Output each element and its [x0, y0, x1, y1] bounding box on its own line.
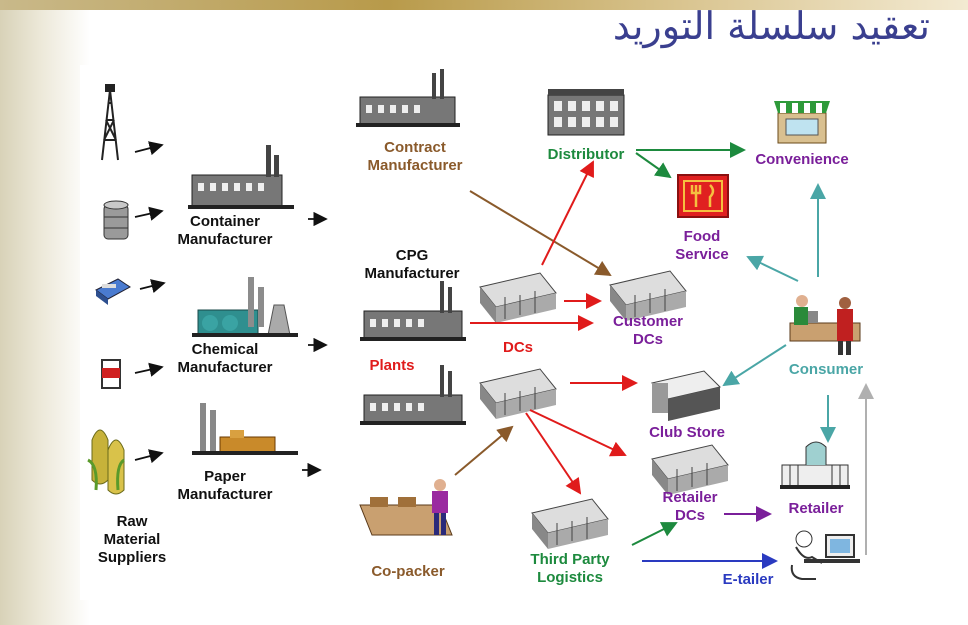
raw-material-suppliers-label: Raw Material Suppliers	[98, 513, 166, 567]
label-line: Food	[683, 228, 721, 245]
retailer-dc-icon	[651, 444, 729, 495]
label-line: Retailer	[662, 489, 718, 506]
club-store-icon	[651, 370, 721, 421]
distributor-building-icon	[547, 89, 625, 136]
label-line: Service	[675, 246, 729, 263]
club-store-label: Club Store	[649, 424, 725, 441]
consumer-checkout-icon	[789, 295, 861, 355]
third-party-warehouse-icon	[531, 498, 609, 549]
label-line: Customer	[612, 313, 684, 330]
can-icon	[101, 359, 121, 389]
label-line: Manufacturer	[177, 231, 273, 248]
flow-arrows-brown	[454, 190, 612, 476]
copacker-label: Co-packer	[371, 563, 445, 580]
retailer-store-icon	[780, 441, 850, 489]
cpg-plant-icon	[360, 281, 466, 341]
barrel-icon	[103, 200, 129, 240]
contract-manufacturer-label: Contract Manufacturer	[367, 139, 462, 175]
diagram-svg	[87, 69, 874, 580]
supply-chain-diagram: Container Manufacturer Chemical Manufact…	[80, 65, 880, 600]
contract-factory-icon	[356, 69, 460, 127]
container-factory-icon	[188, 145, 294, 209]
raw-input-arrows	[134, 141, 166, 464]
flow-arrows-green	[631, 142, 746, 546]
label-line: Material	[103, 531, 161, 548]
paper-mill-icon	[192, 403, 298, 455]
paper-manufacturer-label: Paper Manufacturer	[177, 468, 272, 504]
flow-arrows-red	[470, 160, 638, 495]
top-decor-bar	[0, 0, 968, 10]
label-line: Contract	[384, 139, 446, 156]
label-line: CPG	[395, 247, 429, 264]
cpg-manufacturer-label: CPG Manufacturer	[364, 247, 459, 283]
label-line: Paper	[204, 468, 246, 485]
label-line: DCs	[632, 331, 664, 348]
container-manufacturer-label: Container Manufacturer	[177, 213, 272, 249]
label-line: Manufacturer	[364, 265, 460, 282]
retailer-dcs-label: Retailer DCs	[662, 489, 717, 525]
consumer-label: Consumer	[788, 361, 864, 378]
copacker-worker-icon	[359, 479, 453, 536]
convenience-store-icon	[774, 101, 830, 144]
plants-label: Plants	[369, 357, 415, 374]
label-line: Manufacturer	[177, 486, 273, 503]
corn-icon	[87, 429, 125, 495]
plant-2-icon	[360, 365, 466, 425]
label-line: Third Party	[530, 551, 610, 568]
convenience-label: Convenience	[755, 151, 849, 168]
dcs-label: DCs	[502, 339, 534, 356]
dc-warehouse-2-icon	[479, 368, 557, 419]
label-line: Chemical	[191, 341, 259, 358]
food-service-sign-icon	[677, 174, 729, 218]
retailer-label: Retailer	[788, 500, 844, 517]
food-service-label: Food Service	[675, 228, 728, 264]
oil-derrick-icon	[101, 84, 119, 161]
label-line: Container	[189, 213, 260, 230]
label-line: DCs	[674, 507, 705, 524]
flow-arrows-teal	[722, 183, 836, 443]
chemical-plant-icon	[192, 277, 298, 337]
label-line: Logistics	[537, 569, 603, 586]
third-party-logistics-label: Third Party Logistics	[530, 551, 609, 587]
label-line: Suppliers	[97, 549, 167, 566]
dc-warehouse-1-icon	[479, 272, 557, 323]
label-line: Raw	[116, 513, 148, 530]
slide-title: تعقيد سلسلة التوريد	[612, 4, 930, 48]
distributor-label: Distributor	[547, 146, 625, 163]
label-line: Manufacturer	[177, 359, 273, 376]
chip-icon	[95, 278, 131, 305]
factory-output-arrows	[302, 211, 328, 478]
customer-dcs-label: Customer DCs	[613, 313, 683, 349]
customer-dc-icon	[609, 270, 687, 321]
label-line: Manufacturer	[367, 157, 463, 174]
chemical-manufacturer-label: Chemical Manufacturer	[177, 341, 272, 377]
etailer-label: E-tailer	[722, 571, 774, 588]
etailer-computer-user-icon	[790, 530, 860, 580]
